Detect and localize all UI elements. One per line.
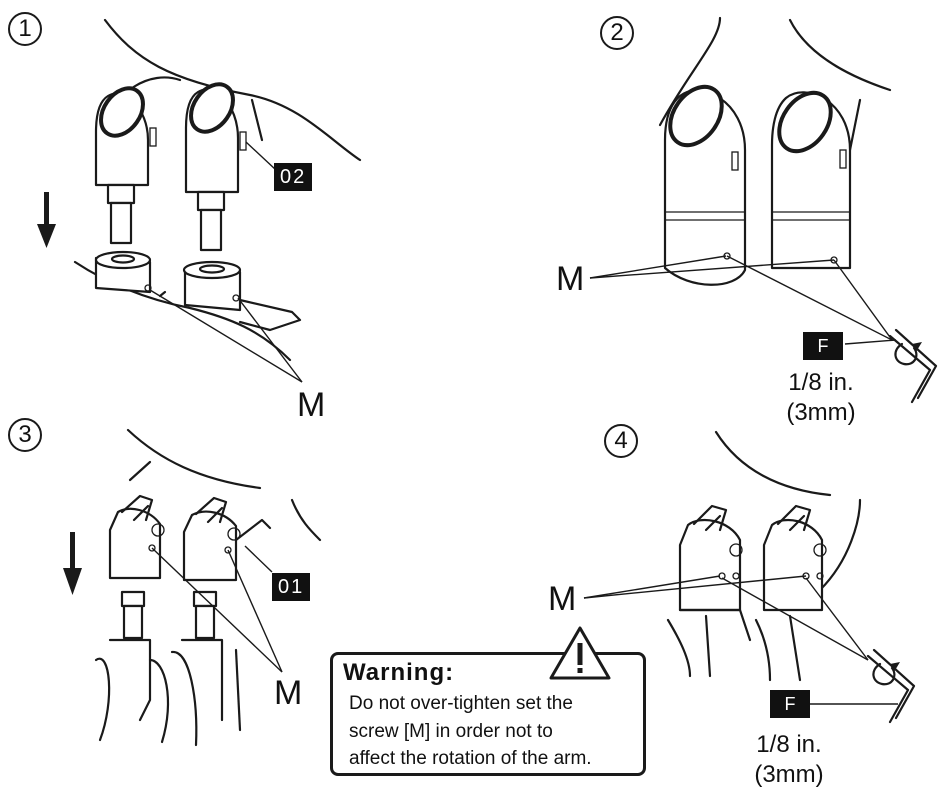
warning-triangle-icon — [549, 626, 611, 680]
panel-4-drawing — [583, 430, 916, 724]
screw-label-panel-2: M — [556, 260, 585, 298]
panel-1-drawing — [37, 18, 362, 383]
tool-size-panel-4: 1/8 in. (3mm) — [734, 730, 844, 790]
step-4-badge: 4 — [604, 424, 638, 458]
warning-line-3: affect the rotation of the arm. — [349, 748, 592, 769]
warning-line-1: Do not over-tighten set the — [349, 693, 573, 714]
warning-line-2: screw [M] in order not to — [349, 721, 553, 742]
tool-tag-panel-4: F — [770, 690, 810, 718]
tool-size-panel-2: 1/8 in. (3mm) — [766, 368, 876, 428]
step-3-badge: 3 — [8, 418, 42, 452]
post-tag-01: 01 — [272, 573, 311, 601]
screw-label-panel-4: M — [548, 580, 577, 618]
post-tag-02: 02 — [274, 163, 313, 191]
step-2-badge: 2 — [600, 16, 634, 50]
tool-size-inches: 1/8 in. — [788, 369, 854, 396]
panel-2-drawing — [589, 16, 938, 404]
screw-label-panel-1: M — [297, 386, 326, 424]
screw-label-panel-3: M — [274, 674, 303, 712]
panel-3-drawing — [63, 428, 322, 747]
tool-size-inches: 1/8 in. — [756, 731, 822, 758]
tool-size-mm: (3mm) — [754, 761, 824, 788]
warning-title: Warning: — [343, 659, 455, 686]
tool-size-mm: (3mm) — [786, 399, 856, 426]
tool-tag-panel-2: F — [803, 332, 843, 360]
step-1-badge: 1 — [8, 12, 42, 46]
